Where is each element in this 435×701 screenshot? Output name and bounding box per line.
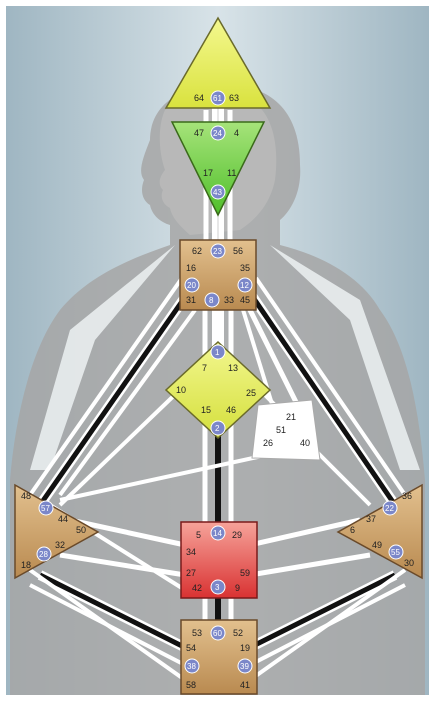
gate-30: 30 — [404, 558, 414, 568]
gate-31: 31 — [186, 295, 196, 305]
gate-39: 39 — [240, 662, 249, 671]
gate-62: 62 — [192, 246, 202, 256]
gate-36: 36 — [402, 491, 412, 501]
gate-25: 25 — [246, 388, 256, 398]
gate-38: 38 — [187, 662, 196, 671]
gate-52: 52 — [233, 628, 243, 638]
gate-54: 54 — [186, 643, 196, 653]
gate-51: 51 — [276, 425, 286, 435]
gate-4: 4 — [234, 128, 239, 138]
gate-44: 44 — [58, 514, 68, 524]
gate-20: 20 — [187, 281, 196, 290]
gate-48: 48 — [21, 491, 31, 501]
gate-64: 64 — [194, 93, 204, 103]
gate-6: 6 — [350, 525, 355, 535]
gate-55: 55 — [391, 548, 400, 557]
gate-35: 35 — [240, 263, 250, 273]
gate-59: 59 — [240, 568, 250, 578]
gate-22: 22 — [385, 504, 394, 513]
gate-56: 56 — [233, 246, 243, 256]
gate-37: 37 — [366, 514, 376, 524]
gate-32: 32 — [55, 540, 65, 550]
gate-2: 2 — [215, 424, 220, 433]
gate-58: 58 — [186, 680, 196, 690]
gate-1: 1 — [215, 348, 220, 357]
gate-12: 12 — [240, 281, 249, 290]
gate-53: 53 — [192, 628, 202, 638]
gate-21: 21 — [286, 412, 296, 422]
gate-23: 23 — [213, 247, 222, 256]
gate-3: 3 — [215, 583, 220, 592]
gate-26: 26 — [263, 438, 273, 448]
gate-9: 9 — [235, 583, 240, 593]
gate-17: 17 — [203, 168, 213, 178]
gate-61: 61 — [213, 94, 222, 103]
gate-14: 14 — [213, 529, 222, 538]
gate-60: 60 — [213, 629, 222, 638]
gate-49: 49 — [372, 540, 382, 550]
gate-46: 46 — [226, 405, 236, 415]
gate-24: 24 — [213, 129, 222, 138]
gate-16: 16 — [186, 263, 196, 273]
gate-63: 63 — [229, 93, 239, 103]
gate-8: 8 — [209, 296, 214, 305]
gate-18: 18 — [21, 560, 31, 570]
gate-15: 15 — [201, 405, 211, 415]
gate-42: 42 — [192, 583, 202, 593]
gate-34: 34 — [186, 547, 196, 557]
gate-50: 50 — [76, 525, 86, 535]
gate-10: 10 — [176, 385, 186, 395]
gate-19: 19 — [240, 643, 250, 653]
gate-7: 7 — [202, 363, 207, 373]
gate-28: 28 — [39, 550, 48, 559]
gate-57: 57 — [41, 504, 50, 513]
gate-33: 33 — [224, 295, 234, 305]
gate-27: 27 — [186, 568, 196, 578]
gate-13: 13 — [228, 363, 238, 373]
gate-41: 41 — [240, 680, 250, 690]
gate-40: 40 — [300, 438, 310, 448]
gate-45: 45 — [240, 295, 250, 305]
gate-11: 11 — [227, 168, 236, 178]
gate-47: 47 — [194, 128, 204, 138]
gate-5: 5 — [196, 530, 201, 540]
gate-29: 29 — [232, 530, 242, 540]
gate-43: 43 — [213, 188, 222, 197]
